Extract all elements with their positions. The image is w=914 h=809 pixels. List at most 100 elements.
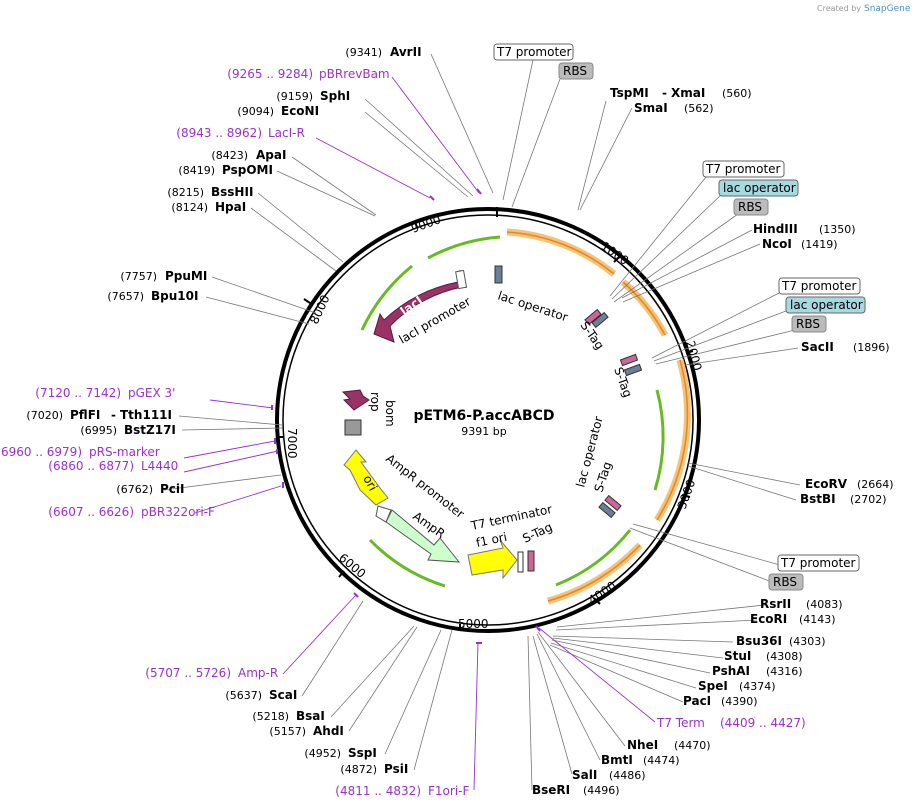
sphi-pos: (9159)	[276, 90, 313, 103]
pflfi-dash: -	[111, 408, 116, 422]
box-rbs3-text: RBS	[796, 317, 820, 331]
pflfi-pos: (7020)	[26, 409, 63, 422]
bsai-name: BsaI	[296, 709, 325, 723]
pcii-pos: (6762)	[116, 483, 153, 496]
paci-pos: (4390)	[721, 695, 758, 708]
credit-prefix: Created by	[817, 4, 861, 13]
hindiii-name: HindIII	[753, 222, 798, 236]
label-bom: bom	[383, 400, 397, 427]
smai-pos: (562)	[684, 102, 714, 115]
pshai-name: PshAI	[712, 664, 750, 678]
avrii-pos: (9341)	[345, 46, 382, 59]
pspomi-pos: (8419)	[178, 164, 215, 177]
lac-operator-box-1	[494, 265, 503, 284]
t7term-name: T7 Term	[656, 716, 705, 730]
pbrrevbam-range: (9265 .. 9284)	[227, 67, 313, 81]
box-t7p1	[493, 43, 574, 61]
bmti-pos: (4474)	[643, 754, 680, 767]
stag-box-2	[619, 353, 639, 367]
tspmi-name: TspMI	[610, 86, 649, 100]
box-rbs3	[791, 315, 827, 333]
label-lac-operator-1: lac operator	[496, 289, 570, 325]
ampr-promoter-box	[375, 505, 392, 523]
l4440-name: L4440	[141, 459, 178, 473]
xmai-name: XmaI	[671, 86, 705, 100]
nhei-pos: (4470)	[674, 739, 711, 752]
box-rbs2-text: RBS	[738, 200, 762, 214]
pgex3-range: (7120 .. 7142)	[35, 386, 121, 400]
smai-name: SmaI	[634, 101, 668, 115]
sali-name: SalI	[572, 768, 597, 782]
stui-name: StuI	[724, 649, 751, 663]
tspmi-dash: -	[662, 86, 667, 100]
pflfi-name: PflFI	[70, 408, 100, 422]
econi-pos: (9094)	[237, 105, 274, 118]
tick-marks	[278, 207, 694, 631]
ampr-primer-range: (5707 .. 5726)	[145, 666, 231, 680]
rop-arrow	[341, 389, 370, 411]
tick-9000: 9000	[409, 212, 442, 236]
tick-6000: 6000	[336, 551, 368, 581]
stag-box-3	[604, 494, 622, 512]
scai-pos: (5637)	[225, 689, 262, 702]
orf-green-3	[653, 389, 665, 491]
apai-pos: (8423)	[211, 149, 248, 162]
tick-8000: 8000	[307, 293, 333, 327]
tick-7000: 7000	[285, 428, 299, 459]
bsu36i-name: Bsu36I	[736, 634, 782, 648]
pspomi-name: PspOMI	[222, 163, 273, 177]
box-lacop2	[718, 179, 799, 197]
backbone-inner-circle	[282, 214, 694, 626]
lac-op-box-4	[598, 501, 616, 519]
ecorv-pos: (2664)	[857, 478, 894, 491]
stag-box-1	[584, 308, 602, 326]
hpai-pos: (8124)	[171, 201, 208, 214]
ahdi-name: AhdI	[313, 724, 344, 738]
label-rop: rop	[368, 392, 382, 412]
bpu10i-pos: (7657)	[107, 290, 144, 303]
box-rbs1-text: RBS	[563, 64, 587, 78]
ecori-pos: (4143)	[799, 613, 836, 626]
prs-range: (6960 .. 6979)	[0, 445, 82, 459]
bseri-pos: (4496)	[583, 784, 620, 797]
box-t7p4	[777, 554, 860, 572]
ecorv-name: EcoRV	[805, 477, 848, 491]
box-lacop2-text: lac operator	[723, 181, 796, 195]
bstbi-name: BstBI	[800, 492, 836, 506]
box-lacop3	[785, 296, 866, 314]
scai-name: ScaI	[269, 688, 297, 702]
box-rbs4	[768, 573, 804, 591]
laci-r-name: LacI-R	[268, 126, 305, 140]
avrii-name: AvrII	[390, 45, 422, 59]
hpai-name: HpaI	[215, 200, 246, 214]
bstz17i-name: BstZ17I	[124, 423, 176, 437]
box-rbs2	[733, 198, 769, 216]
ppumi-pos: (7757)	[120, 270, 157, 283]
orf-green-1	[427, 235, 501, 260]
stag-box-4	[527, 550, 535, 572]
ampr-primer-name: Amp-R	[238, 666, 278, 680]
rsrii-pos: (4083)	[806, 598, 843, 611]
ahdi-pos: (5157)	[269, 725, 306, 738]
ecori-name: EcoRI	[750, 612, 787, 626]
primer-leaders	[183, 76, 656, 791]
sacii-pos: (1896)	[853, 341, 890, 354]
plasmid-name: pETM6-P.accABCD	[413, 408, 554, 424]
ori-arrow	[343, 449, 389, 506]
tick-5000: 5000	[458, 617, 489, 631]
orf-green-4	[555, 529, 632, 587]
backbone-circle	[275, 207, 701, 633]
label-ampr-promoter: AmpR promoter	[383, 451, 467, 521]
paci-name: PacI	[683, 694, 711, 708]
orf-green-2	[360, 264, 413, 331]
box-rbs4-text: RBS	[773, 575, 797, 589]
laci-r-range: (8943 .. 8962)	[176, 126, 262, 140]
label-ori: ori	[360, 473, 380, 493]
ncoi-pos: (1419)	[801, 238, 838, 251]
bsshii-pos: (8215)	[167, 186, 204, 199]
ring-features	[341, 228, 691, 605]
sspi-pos: (4952)	[304, 747, 341, 760]
label-stag-3: S-Tag	[592, 460, 615, 494]
pbrrevbam-name: pBRrevBam	[319, 67, 390, 81]
f1-ori-arrow	[467, 539, 518, 580]
